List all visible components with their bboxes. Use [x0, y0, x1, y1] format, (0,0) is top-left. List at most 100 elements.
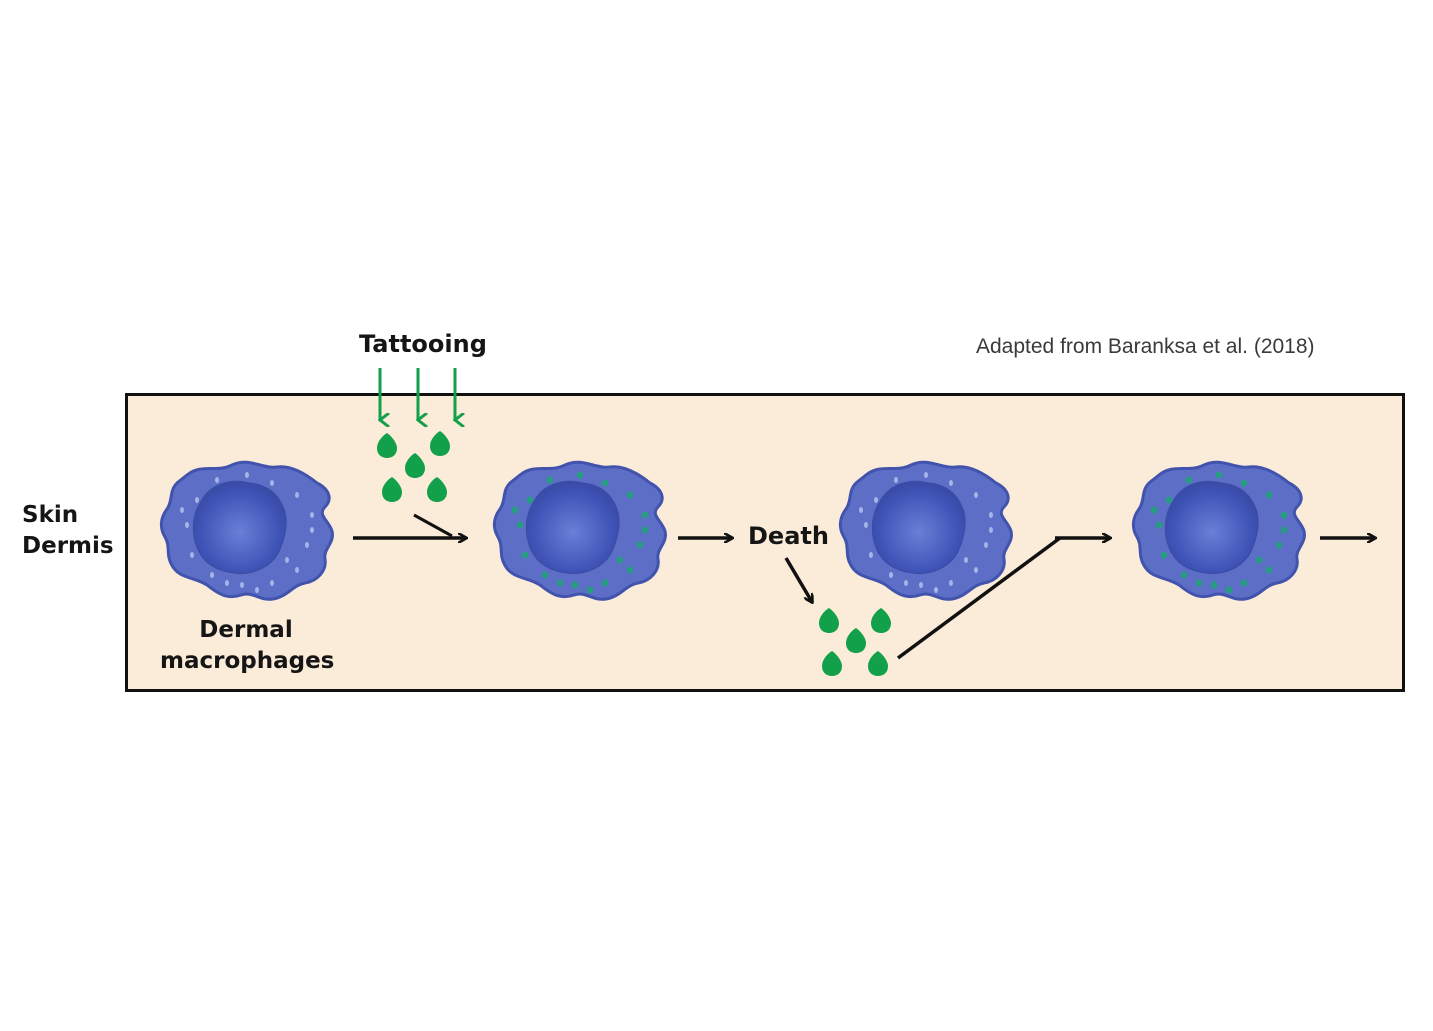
cell-vesicle — [245, 472, 249, 478]
cell-vesicle — [295, 567, 299, 573]
pigment-vesicle — [1185, 476, 1193, 484]
cell-vesicle — [934, 587, 938, 593]
pigment-particle — [871, 608, 891, 633]
pigment-particle — [868, 651, 888, 676]
pigment-vesicle — [1155, 521, 1163, 529]
pigment-vesicle — [576, 471, 584, 479]
pigment-vesicle — [1225, 586, 1233, 594]
pigment-vesicle — [521, 551, 529, 559]
cell-vesicle — [949, 480, 953, 486]
cell-vesicle — [270, 480, 274, 486]
cell-vesicle — [974, 492, 978, 498]
cell-vesicle — [949, 580, 953, 586]
pigment-vesicle — [1240, 479, 1248, 487]
cell-vesicle — [285, 557, 289, 563]
cell-vesicle — [864, 522, 868, 528]
cell-vesicle — [919, 582, 923, 588]
cell-vesicle — [195, 497, 199, 503]
pigment-vesicle — [1160, 551, 1168, 559]
pigment-particle — [846, 628, 866, 653]
skin-dermis-label: Skin Dermis — [22, 500, 114, 562]
tattooing-label: Tattooing — [359, 330, 487, 358]
released-pigment-particles — [819, 608, 891, 676]
cell-vesicle — [874, 497, 878, 503]
pigment-vesicle — [1165, 496, 1173, 504]
pigment-vesicle — [1255, 556, 1263, 564]
cell-vesicle — [964, 557, 968, 563]
pigment-vesicle — [626, 491, 634, 499]
pigment-vesicle — [546, 476, 554, 484]
pigment-vesicle — [556, 579, 564, 587]
macrophage-cell-pigment-loaded-macrophage — [492, 460, 667, 601]
cell-vesicle — [310, 512, 314, 518]
arrow-pigment-merge-icon — [413, 513, 453, 538]
attribution-text: Adapted from Baranksa et al. (2018) — [976, 335, 1315, 358]
cell-nucleus — [1164, 480, 1259, 575]
pigment-vesicle — [571, 581, 579, 589]
cell-vesicle — [869, 552, 873, 558]
pigment-vesicle — [1210, 581, 1218, 589]
arrow-recapture-line-icon — [896, 536, 1062, 660]
cell-vesicle — [270, 580, 274, 586]
pigment-vesicle — [641, 511, 649, 519]
pigment-vesicle — [601, 579, 609, 587]
arrow-release-icon — [784, 557, 812, 602]
cell-vesicle — [255, 587, 259, 593]
pigment-vesicle — [526, 496, 534, 504]
cell-vesicle — [185, 522, 189, 528]
pigment-vesicle — [1275, 541, 1283, 549]
skin-label: Skin — [22, 502, 79, 528]
cell-nucleus — [871, 480, 966, 575]
cell-vesicle — [190, 552, 194, 558]
pigment-vesicle — [516, 521, 524, 529]
cell-vesicle — [240, 582, 244, 588]
cell-vesicle — [859, 507, 863, 513]
pigment-particle — [377, 433, 397, 458]
pigment-vesicle — [1265, 491, 1273, 499]
cell-vesicle — [974, 567, 978, 573]
cell-vesicle — [310, 527, 314, 533]
pigment-vesicle — [616, 556, 624, 564]
pigment-vesicle — [541, 571, 549, 579]
pigment-particle — [822, 651, 842, 676]
cell-vesicle — [295, 492, 299, 498]
pigment-vesicle — [1180, 571, 1188, 579]
pigment-vesicle — [511, 506, 519, 514]
pigment-vesicle — [1240, 579, 1248, 587]
macrophage-cell-naive-macrophage — [159, 460, 334, 601]
cell-vesicle — [210, 572, 214, 578]
tattoo-pigment-particles — [377, 431, 450, 502]
pigment-vesicle — [626, 566, 634, 574]
pigment-particle — [382, 477, 402, 502]
macrophage-cell-recaptured-pigment-macrophage — [1131, 460, 1306, 601]
pigment-vesicle — [601, 479, 609, 487]
process-arrows — [353, 513, 1375, 660]
death-label: Death — [748, 522, 829, 550]
cell-vesicle — [225, 580, 229, 586]
tattoo-injection-arrows — [380, 368, 455, 420]
cell-vesicle — [215, 477, 219, 483]
pigment-particle — [819, 608, 839, 633]
cell-vesicle — [984, 542, 988, 548]
pigment-particle — [405, 453, 425, 478]
pigment-vesicle — [1280, 526, 1288, 534]
dermal-macrophages-label: Dermal macrophages — [160, 617, 335, 674]
pigment-vesicle — [1215, 471, 1223, 479]
cell-vesicle — [989, 527, 993, 533]
pigment-vesicle — [1280, 511, 1288, 519]
pigment-vesicle — [1195, 579, 1203, 587]
cell-vesicle — [180, 507, 184, 513]
cell-vesicle — [924, 472, 928, 478]
cell-vesicle — [894, 477, 898, 483]
dermis-label: Dermis — [22, 533, 114, 559]
cell-nucleus — [525, 480, 620, 575]
cell-nucleus — [192, 480, 287, 575]
cell-vesicle — [889, 572, 893, 578]
macrophage-cell-new-macrophage — [838, 460, 1013, 601]
cell-vesicle — [904, 580, 908, 586]
pigment-particle — [430, 431, 450, 456]
pigment-vesicle — [641, 526, 649, 534]
pigment-vesicle — [586, 586, 594, 594]
pigment-vesicle — [636, 541, 644, 549]
